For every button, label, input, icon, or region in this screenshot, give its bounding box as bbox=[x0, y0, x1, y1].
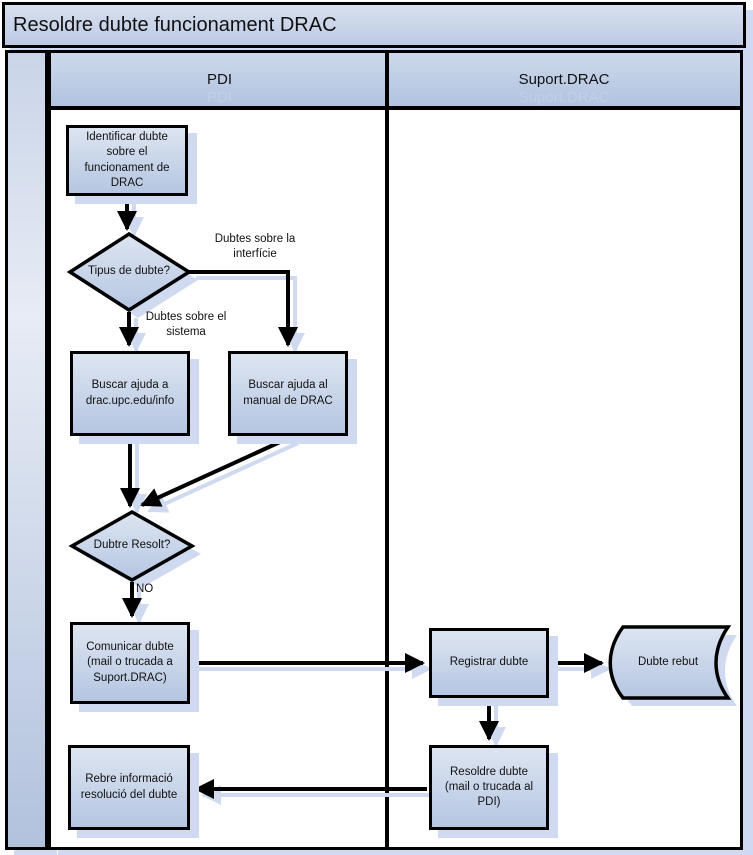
node-comunicar-dubte-label: Comunicar dubte (mail o trucada a Suport… bbox=[86, 641, 174, 684]
node-buscar-ajuda-manual-label: Buscar ajuda al manual de DRAC bbox=[243, 379, 333, 407]
node-registrar-dubte-label: Registrar dubte bbox=[449, 656, 529, 669]
node-comunicar-dubte: Comunicar dubte (mail o trucada a Suport… bbox=[70, 622, 190, 704]
pool-title-bar: Resoldre dubte funcionament DRAC bbox=[2, 2, 746, 48]
node-registrar-dubte: Registrar dubte bbox=[429, 628, 549, 698]
node-buscar-ajuda-manual: Buscar ajuda al manual de DRAC bbox=[228, 351, 348, 436]
edge-label-sistema: Dubtes sobre el sistema bbox=[145, 311, 227, 338]
pool-side-bar bbox=[5, 50, 48, 850]
node-resoldre-dubte: Resoldre dubte (mail o trucada al PDI) bbox=[429, 745, 549, 830]
node-buscar-ajuda-info-label: Buscar ajuda a drac.upc.edu/info bbox=[85, 379, 175, 407]
edge-label-interficie: Dubtes sobre la interfície bbox=[214, 233, 296, 260]
lane-divider bbox=[385, 53, 389, 847]
edge-label-no: NO bbox=[136, 583, 154, 595]
lane-header-pdi: PDI PDI bbox=[51, 53, 388, 110]
pool-title: Resoldre dubte funcionament DRAC bbox=[13, 13, 337, 36]
lane-header-pdi-label: PDI bbox=[206, 71, 232, 88]
lane-header-row: PDI PDI Suport.DRAC Suport.DRAC bbox=[51, 53, 740, 110]
lane-header-pdi-reflection: PDI bbox=[206, 89, 232, 106]
node-rebre-informacio: Rebre informació resolució del dubte bbox=[68, 745, 190, 830]
node-identificar-dubte: Identificar dubte sobre el funcionament … bbox=[66, 125, 188, 196]
lane-header-suport: Suport.DRAC Suport.DRAC bbox=[388, 53, 740, 110]
lane-header-suport-label: Suport.DRAC bbox=[518, 71, 610, 88]
node-buscar-ajuda-info: Buscar ajuda a drac.upc.edu/info bbox=[70, 351, 190, 436]
node-identificar-dubte-label: Identificar dubte sobre el funcionament … bbox=[84, 131, 170, 189]
node-rebre-informacio-label: Rebre informació resolució del dubte bbox=[80, 773, 178, 801]
swimlane-container: PDI PDI Suport.DRAC Suport.DRAC bbox=[48, 50, 743, 850]
lane-header-suport-reflection: Suport.DRAC bbox=[518, 89, 610, 106]
node-resoldre-dubte-label: Resoldre dubte (mail o trucada al PDI) bbox=[444, 765, 534, 809]
